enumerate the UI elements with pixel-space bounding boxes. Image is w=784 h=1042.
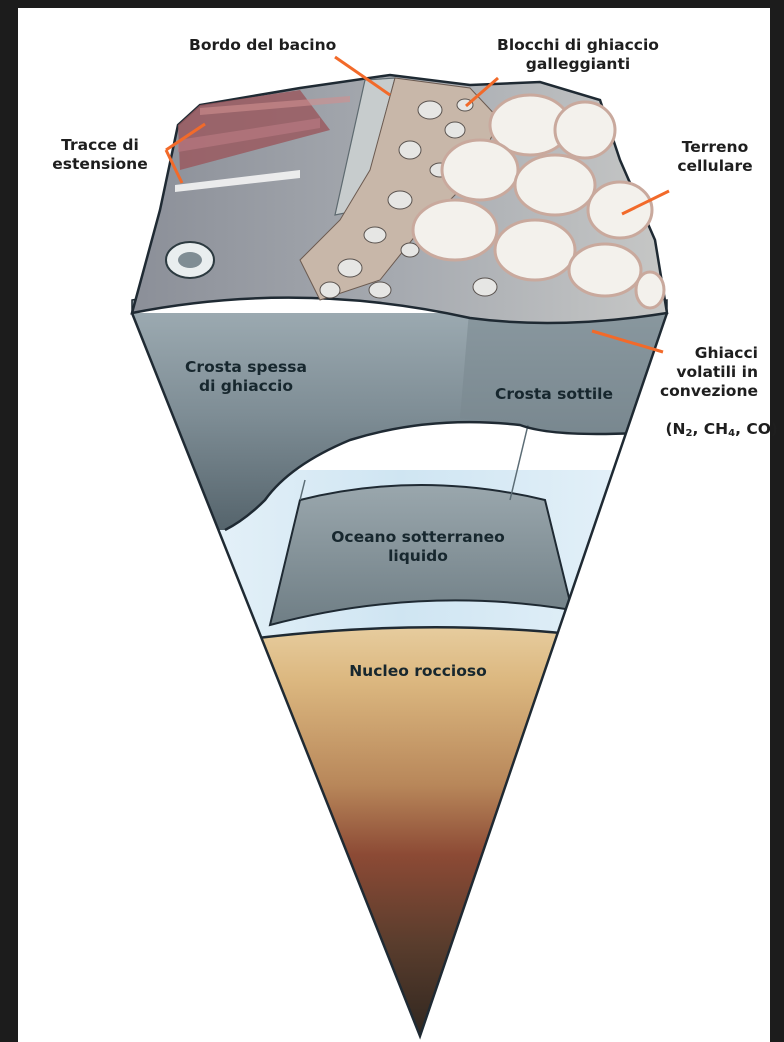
label-thin-crust: Crosta sottile [495, 385, 613, 404]
label-basin-rim: Bordo del bacino [189, 36, 336, 55]
diagram-frame: Bordo del bacino Blocchi di ghiaccio gal… [18, 8, 770, 1042]
label-thick-crust: Crosta spessa di ghiaccio [166, 358, 326, 396]
label-subsurface-ocean: Oceano sotterraneo liquido [308, 528, 528, 566]
label-volatile-formula: (N2, CH4, CO) [628, 401, 778, 443]
label-rocky-core: Nucleo roccioso [318, 662, 518, 681]
surface-block [132, 75, 667, 323]
label-volatile-ices: Ghiacci volatili in convezione [648, 344, 758, 401]
label-cellular-terrain: Terreno cellulare [666, 138, 764, 176]
label-extension-traces: Tracce di estensione [38, 136, 162, 174]
label-floating-ice-blocks: Blocchi di ghiaccio galleggianti [473, 36, 683, 74]
